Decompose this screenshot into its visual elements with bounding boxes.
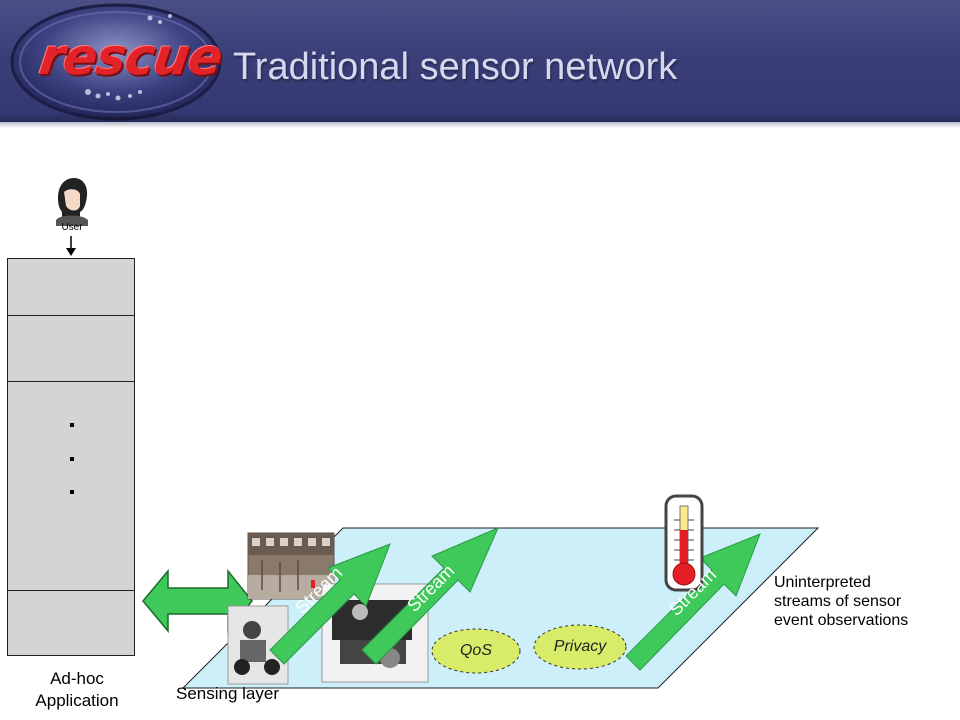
rescue-logo-emblem bbox=[10, 3, 222, 121]
stream-arrow bbox=[361, 527, 499, 665]
qos-label: QoS bbox=[459, 642, 492, 659]
ellipsis-dot bbox=[70, 457, 74, 461]
ellipsis-dot bbox=[70, 423, 74, 427]
stream-description-line2: streams of sensor bbox=[774, 593, 902, 610]
application-label-line1: Ad-hoc bbox=[50, 669, 104, 688]
user-icon: User bbox=[56, 178, 88, 256]
header-shade bbox=[0, 112, 960, 122]
stream-description: Uninterpreted streams of sensor event ob… bbox=[774, 573, 908, 630]
application-label: Ad-hoc Application bbox=[14, 668, 140, 712]
slide-title: Traditional sensor network bbox=[233, 46, 678, 88]
application-stack bbox=[7, 258, 135, 656]
stream-arrow bbox=[269, 543, 391, 665]
stream-arrow bbox=[625, 533, 761, 671]
thermometer-icon bbox=[664, 494, 704, 592]
bidirectional-arrow bbox=[142, 568, 253, 634]
stream-description-line1: Uninterpreted bbox=[774, 574, 871, 591]
stream-description-line3: event observations bbox=[774, 612, 909, 629]
privacy-label: Privacy bbox=[553, 638, 607, 655]
sensing-layer-label: Sensing layer bbox=[176, 684, 280, 703]
ellipsis-dot bbox=[70, 490, 74, 494]
user-label: User bbox=[61, 222, 83, 233]
stack-divider bbox=[8, 590, 134, 591]
privacy-oval bbox=[533, 624, 627, 670]
application-label-line2: Application bbox=[35, 691, 119, 710]
rescue-logo: rescue bbox=[8, 0, 238, 122]
stack-divider bbox=[8, 315, 134, 316]
qos-oval bbox=[431, 628, 521, 674]
stack-divider bbox=[8, 381, 134, 382]
slide-header: rescue Traditional sensor network bbox=[0, 0, 960, 122]
header-divider bbox=[0, 122, 960, 128]
